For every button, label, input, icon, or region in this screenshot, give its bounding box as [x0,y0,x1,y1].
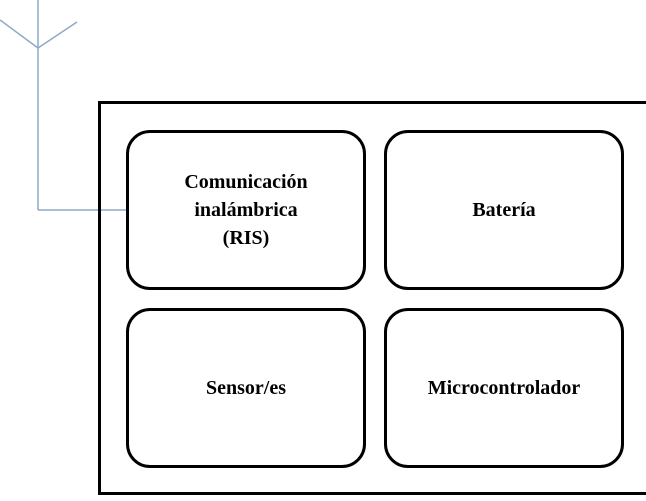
antenna-left-arm [0,19,39,49]
microcontroller-block: Microcontrolador [384,308,624,468]
microcontroller-label: Microcontrolador [427,377,581,399]
sensors-block: Sensor/es [126,308,366,468]
device-enclosure [98,101,646,495]
sensors-label: Sensor/es [206,377,286,399]
communication-block: Comunicación inalámbrica (RIS) [126,130,366,290]
communication-label: Comunicación inalámbrica (RIS) [184,171,308,249]
antenna-right-arm [37,21,78,49]
battery-label: Batería [472,199,536,221]
battery-block: Batería [384,130,624,290]
